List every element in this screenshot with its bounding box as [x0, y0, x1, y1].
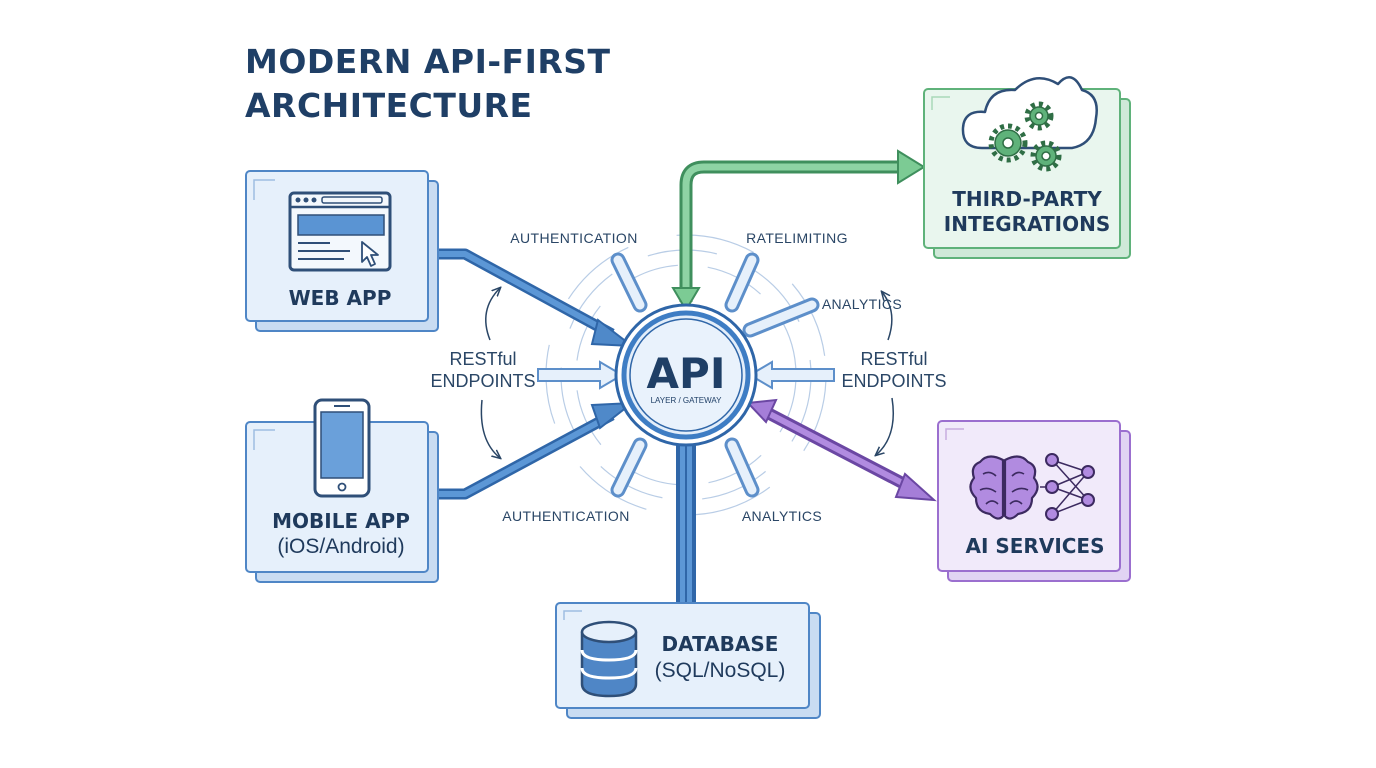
third-party-node[interactable]: THIRD-PARTY INTEGRATIONS	[923, 76, 1131, 259]
third-party-label-line-1: THIRD-PARTY	[952, 187, 1102, 211]
left-side-label-line-1: RESTful	[449, 349, 516, 369]
right-side-label-line-1: RESTful	[860, 349, 927, 369]
mobile-app-label: MOBILE APP	[272, 509, 410, 533]
brain-network-icon	[969, 453, 1095, 521]
spoke-label-top-right: RATELIMITING	[746, 230, 848, 246]
browser-window-icon	[288, 191, 392, 272]
restful-arrow-left	[537, 360, 624, 390]
left-curved-arrows	[480, 288, 500, 458]
database-cylinder-icon	[580, 620, 638, 698]
database-label: DATABASE	[662, 632, 779, 656]
mobile-app-node[interactable]: MOBILE APP (iOS/Android)	[245, 398, 439, 583]
title-line-2: ARCHITECTURE	[245, 86, 533, 125]
restful-arrow-right	[748, 360, 835, 390]
web-app-label: WEB APP	[289, 286, 392, 310]
spoke-label-top-left: AUTHENTICATION	[510, 230, 637, 246]
web-app-connector	[438, 248, 636, 348]
web-app-node[interactable]: WEB APP	[245, 170, 439, 332]
title-line-1: MODERN API-FIRST	[245, 42, 611, 81]
api-gateway-hub[interactable]: API LAYER / GATEWAY	[614, 303, 758, 447]
hub-sub-label: LAYER / GATEWAY	[651, 396, 722, 405]
left-side-label-line-2: ENDPOINTS	[430, 371, 535, 391]
ai-services-node[interactable]: AI SERVICES	[937, 420, 1131, 582]
database-sub-label: (SQL/NoSQL)	[655, 659, 786, 682]
mobile-app-connector	[438, 401, 636, 500]
right-side-label-line-2: ENDPOINTS	[841, 371, 946, 391]
hub-spokes	[610, 252, 820, 498]
hub-main-label: API	[647, 349, 726, 398]
spoke-label-bottom-right: ANALYTICS	[742, 508, 822, 524]
right-curved-arrows	[876, 292, 895, 455]
ai-services-connector	[745, 398, 937, 502]
smartphone-icon	[313, 398, 371, 498]
ai-services-label: AI SERVICES	[965, 534, 1104, 558]
third-party-label-line-2: INTEGRATIONS	[944, 212, 1110, 236]
database-node[interactable]: DATABASE (SQL/NoSQL)	[555, 602, 821, 719]
third-party-connector	[671, 149, 926, 312]
mobile-app-sub-label: (iOS/Android)	[277, 535, 404, 558]
cloud-gears-icon	[961, 76, 1098, 172]
spoke-label-right-upper: ANALYTICS	[822, 296, 902, 312]
page-title: MODERN API-FIRST ARCHITECTURE	[245, 40, 611, 128]
spoke-label-bottom-left: AUTHENTICATION	[502, 508, 629, 524]
